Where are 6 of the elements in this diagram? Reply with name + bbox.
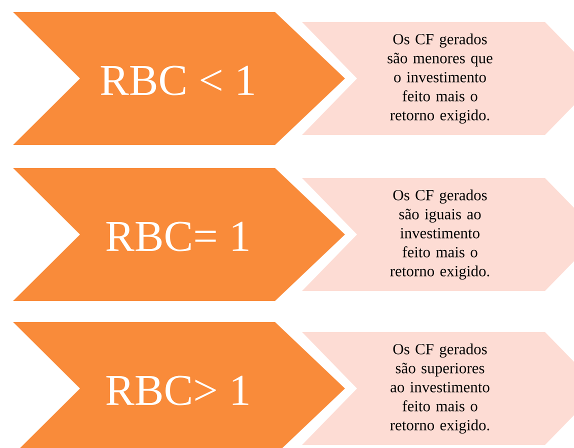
description-box: Os CF gerados são iguais ao investimento feito mais o retorno exigido. bbox=[302, 178, 574, 291]
description-box: Os CF gerados são menores que o investimento feito mais o retorno exigido. bbox=[302, 22, 574, 135]
ratio-box: RBC < 1 bbox=[13, 12, 345, 145]
description-box: Os CF gerados são superiores ao investimento feito mais o retorno exigido. bbox=[302, 332, 574, 445]
ratio-box: RBC> 1 bbox=[13, 322, 345, 448]
ratio-box: RBC= 1 bbox=[13, 168, 345, 301]
